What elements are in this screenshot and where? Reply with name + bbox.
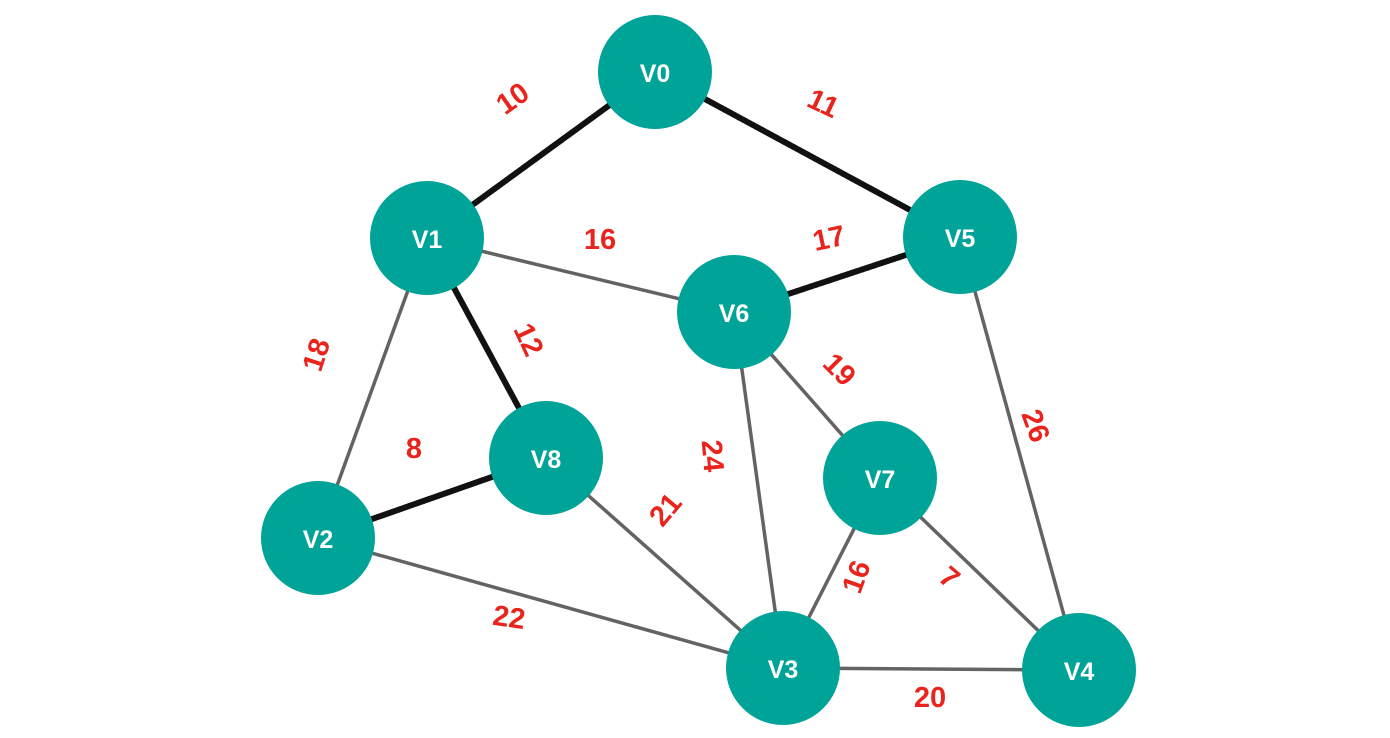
- edge-weight-v7-v3: 16: [836, 556, 877, 597]
- node-v5: V5: [903, 180, 1017, 294]
- edge-weight-v5-v6: 17: [810, 220, 848, 258]
- edge-weight-v8-v3: 21: [643, 487, 688, 532]
- edge-v6-v3: [732, 310, 785, 670]
- edge-weight-v6-v7: 19: [816, 347, 861, 392]
- node-v1: V1: [370, 181, 484, 295]
- edge-weight-v1-v8: 12: [507, 319, 550, 362]
- node-label: V4: [1064, 658, 1095, 686]
- edge-weight-v6-v3: 24: [695, 439, 730, 474]
- edge-weight-v0-v1: 10: [491, 77, 536, 122]
- node-label: V7: [865, 466, 896, 494]
- edge-weight-v1-v2: 18: [297, 335, 337, 376]
- edge-weight-v1-v6: 16: [584, 224, 616, 256]
- node-circle: [823, 421, 937, 535]
- edge-weight-v3-v4: 20: [914, 682, 946, 714]
- node-label: V0: [640, 60, 671, 88]
- edge-v0-v5: [652, 69, 963, 240]
- node-v0: V0: [598, 15, 712, 129]
- node-circle: [370, 181, 484, 295]
- node-v6: V6: [677, 255, 791, 369]
- node-label: V6: [719, 300, 750, 328]
- node-v2: V2: [261, 481, 375, 595]
- node-circle: [726, 611, 840, 725]
- edge-weight-v5-v4: 26: [1014, 405, 1055, 446]
- node-v7: V7: [823, 421, 937, 535]
- edge-v5-v4: [958, 235, 1081, 672]
- node-circle: [1022, 613, 1136, 727]
- edge-v2-v3: [316, 536, 785, 670]
- edge-weight-v2-v3: 22: [491, 600, 527, 636]
- node-label: V5: [945, 225, 976, 253]
- edge-weight-v7-v4: 7: [933, 561, 966, 596]
- edge-weight-v0-v5: 11: [802, 83, 843, 125]
- node-label: V3: [768, 656, 799, 684]
- node-circle: [677, 255, 791, 369]
- node-v3: V3: [726, 611, 840, 725]
- node-circle: [261, 481, 375, 595]
- node-circle: [598, 15, 712, 129]
- node-v8: V8: [489, 401, 603, 515]
- node-label: V8: [531, 446, 562, 474]
- edge-weights-layer: 10 11 16 17 12 18 8 19 24 26 21 16 7 22 20: [297, 77, 1056, 714]
- edges-layer: [315, 69, 1081, 672]
- node-circle: [903, 180, 1017, 294]
- node-label: V1: [412, 226, 443, 254]
- edge-weight-v2-v8: 8: [406, 433, 422, 465]
- node-label: V2: [303, 526, 334, 554]
- node-v4: V4: [1022, 613, 1136, 727]
- node-circle: [489, 401, 603, 515]
